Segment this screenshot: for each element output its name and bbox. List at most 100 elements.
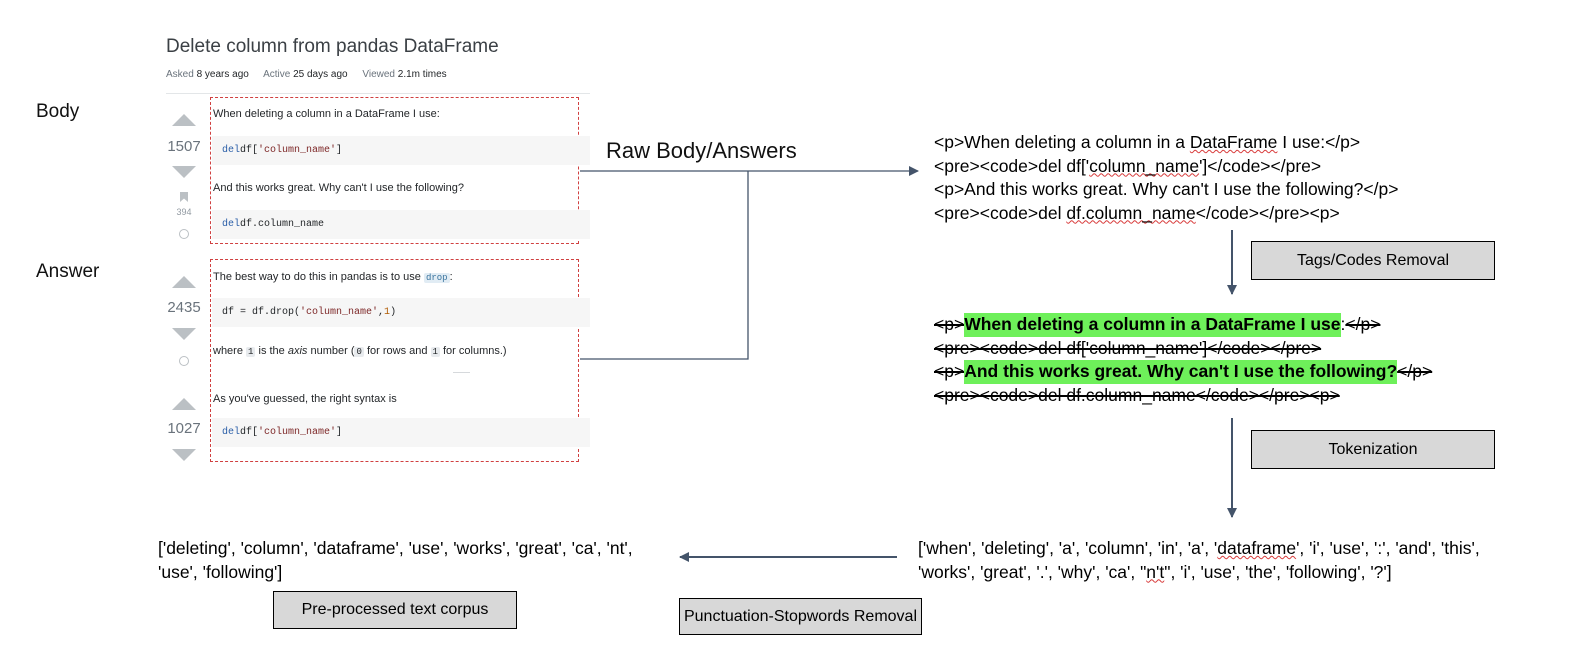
question-title[interactable]: Delete column from pandas DataFrame xyxy=(166,36,499,57)
upvote-icon[interactable] xyxy=(172,114,196,126)
code-text: df.column_name xyxy=(240,219,325,230)
removed-tag: </p> xyxy=(1397,361,1433,381)
answer-1-text-1: The best way to do this in pandas is to … xyxy=(213,271,453,283)
code-string: 'column_name' xyxy=(300,307,379,318)
answer-text: where xyxy=(213,345,247,357)
answer-text: The best way to do this in pandas is to … xyxy=(213,271,424,283)
tokens-segment: ", 'i', 'use', 'the', 'following', '?'] xyxy=(1164,561,1392,582)
raw-body-answers-label: Raw Body/Answers xyxy=(606,138,797,163)
answer-emphasis: axis xyxy=(287,345,308,357)
raw-html-segment: I use:</p> xyxy=(1277,132,1361,152)
removed-code: <pre><code>del df['column_name']</code><… xyxy=(934,337,1322,358)
cleaned-html-text: <p>When deleting a column in a DataFrame… xyxy=(934,313,1432,407)
meta-viewed-value: 2.1m times xyxy=(397,69,447,80)
raw-html-text: <p>When deleting a column in a DataFrame… xyxy=(934,131,1398,225)
code-text: , xyxy=(378,307,385,318)
answers-box xyxy=(210,259,579,462)
punctuation-stopwords-removal-box: Punctuation-Stopwords Removal xyxy=(679,598,922,635)
history-icon[interactable] xyxy=(179,229,189,239)
raw-html-segment: <pre><code>del xyxy=(934,202,1067,223)
upvote-icon[interactable] xyxy=(172,398,196,410)
question-code-2: del df.column_name xyxy=(212,210,590,239)
history-icon[interactable] xyxy=(179,356,189,366)
removed-tag: <p> xyxy=(934,361,965,381)
upvote-icon[interactable] xyxy=(172,276,196,288)
question-text-1: When deleting a column in a DataFrame I … xyxy=(213,108,440,120)
cleaned-line: <pre><code>del df['column_name']</code><… xyxy=(934,337,1432,361)
question-body-box xyxy=(210,97,579,244)
downvote-icon[interactable] xyxy=(172,328,196,340)
raw-html-segment: <pre><code>del df[' xyxy=(934,155,1090,176)
removed-tag: <p> xyxy=(934,314,965,334)
raw-html-segment: df.column_name xyxy=(1066,202,1196,223)
drop-link[interactable]: drop xyxy=(423,273,450,283)
answer-text: number ( xyxy=(307,345,355,357)
answer-1-code: df = df.drop('column_name', 1) xyxy=(212,298,590,327)
tokens-segment: n't xyxy=(1146,561,1165,582)
question-vote-count: 1507 xyxy=(167,138,201,155)
kept-punct: : xyxy=(1340,314,1346,334)
raw-html-line: <p>And this works great. Why can't I use… xyxy=(934,179,1399,199)
tokens-line: ['when', 'deleting', 'a', 'column', 'in'… xyxy=(918,537,1480,561)
header-divider xyxy=(166,93,590,94)
downvote-icon[interactable] xyxy=(172,449,196,461)
code-keyword: del xyxy=(222,219,241,230)
code-text: ] xyxy=(336,427,343,438)
code-string: 'column_name' xyxy=(258,145,337,156)
tokens-segment: dataframe xyxy=(1217,538,1297,558)
downvote-icon[interactable] xyxy=(172,166,196,178)
bookmark-count: 394 xyxy=(176,207,192,217)
meta-asked-value: 8 years ago xyxy=(196,69,249,80)
separator xyxy=(453,372,470,373)
corpus-line: ['deleting', 'column', 'dataframe', 'use… xyxy=(158,538,633,558)
answer-text: : xyxy=(449,271,453,283)
meta-active-label: Active xyxy=(263,69,291,80)
answer-label: Answer xyxy=(36,261,100,282)
corpus-line: 'use', 'following'] xyxy=(158,561,283,582)
raw-html-line: <p>When deleting a column in a DataFrame… xyxy=(934,131,1398,155)
corpus-text: ['deleting', 'column', 'dataframe', 'use… xyxy=(158,537,633,584)
tokens-line: 'works', 'great', '.', 'why', 'ca', "n't… xyxy=(918,561,1480,585)
question-code-1: del df['column_name'] xyxy=(212,136,590,165)
tokens-text: ['when', 'deleting', 'a', 'column', 'in'… xyxy=(918,537,1480,584)
answer-2-text: As you've guessed, the right syntax is xyxy=(213,393,397,405)
cleaned-line: <pre><code>del df.column_name</code></pr… xyxy=(934,384,1432,408)
code-text: ] xyxy=(336,145,343,156)
code-text: df[ xyxy=(240,427,259,438)
cleaned-line: <p>When deleting a column in a DataFrame… xyxy=(934,313,1432,337)
meta-active-value[interactable]: 25 days ago xyxy=(293,69,348,80)
body-label: Body xyxy=(36,101,80,122)
meta-viewed-label: Viewed xyxy=(362,69,395,80)
removed-tag: </p> xyxy=(1345,314,1381,334)
code-number: 1 xyxy=(384,307,391,318)
tokens-segment: ['when', 'deleting', 'a', 'column', 'in'… xyxy=(918,538,1218,558)
raw-html-segment: </code></pre><p> xyxy=(1195,202,1340,223)
code-text: ) xyxy=(390,307,397,318)
tokenization-box: Tokenization xyxy=(1251,430,1495,469)
cleaned-line: <p>And this works great. Why can't I use… xyxy=(934,360,1432,384)
code-text: df = df.drop( xyxy=(222,307,301,318)
code-keyword: del xyxy=(222,145,241,156)
kept-text: When deleting a column in a DataFrame I … xyxy=(964,313,1341,337)
code-keyword: del xyxy=(222,427,241,438)
preprocessed-corpus-box: Pre-processed text corpus xyxy=(273,591,517,629)
raw-html-line: <pre><code>del df.column_name</code></pr… xyxy=(934,202,1398,226)
answer-1-text-2: where 1 is the axis number (0 for rows a… xyxy=(213,345,507,357)
answer-text: is the xyxy=(255,345,288,357)
connector-answers-to-raw xyxy=(580,171,749,360)
raw-html-segment: <p>When deleting a column in a xyxy=(934,132,1190,152)
kept-text: And this works great. Why can't I use th… xyxy=(964,360,1398,384)
answer-text: for rows and xyxy=(363,345,431,357)
meta-asked-label: Asked xyxy=(166,69,194,80)
answer-2-vote-count: 1027 xyxy=(167,420,201,437)
answer-1-vote-count: 2435 xyxy=(167,299,201,316)
answer-text: for columns.) xyxy=(439,345,507,357)
bookmark-icon[interactable] xyxy=(180,192,188,202)
code-text: df[ xyxy=(240,145,259,156)
raw-html-line: <pre><code>del df['column_name']</code><… xyxy=(934,155,1398,179)
inline-code: 1 xyxy=(246,347,256,357)
tokens-segment: 'works', 'great', '.', 'why', 'ca', " xyxy=(918,561,1147,582)
raw-html-segment: ']</code></pre> xyxy=(1199,155,1322,176)
raw-html-segment: DataFrame xyxy=(1189,132,1278,152)
